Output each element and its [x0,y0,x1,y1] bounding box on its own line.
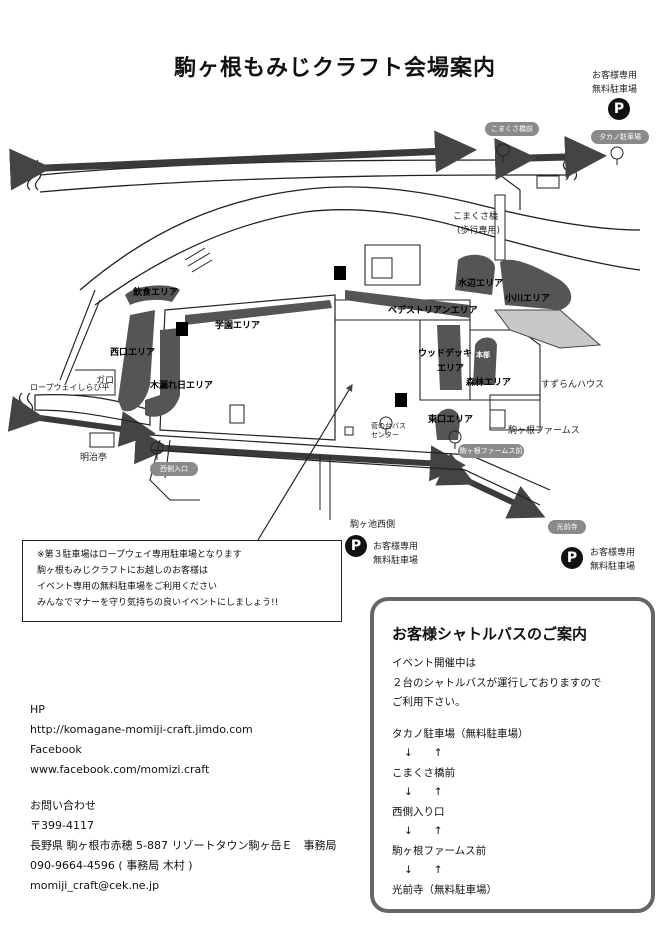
parking-label-right-2: 無料駐車場 [590,562,636,572]
area-pedestrian-label: ペデストリアンエリア [388,306,478,316]
phone: 090-9664-4596 ( 事務局 木村 ) [30,859,193,872]
shuttle-title: お客様シャトルバスのご案内 [392,625,588,643]
area-woodpecker-shape [437,325,462,390]
suzuran-house-label: すずらんハウス [541,380,605,390]
page-title: 駒ヶ根もみじクラフト会場案内 [173,56,496,81]
takano-parking-pill: タカノ駐車場 [591,130,649,144]
inquiry-label: お問い合わせ [30,799,96,812]
parking-notice: ※第３駐車場はロープウェイ専用駐車場となります 駒ヶ根もみじクラフトにお越しのお… [22,540,342,622]
footbridge [494,194,506,261]
sugenodai-label: 菅の台バス センター [371,422,406,439]
notice-line: みんなでマナーを守り気持ちの良いイベントにしましょう!! [37,598,279,608]
area-nishiguchi-shape [118,310,155,412]
river-bank-north [79,186,641,291]
pedestrian-only-label: (歩行専用) [457,226,501,236]
area-kokage-shape [145,328,180,417]
shuttle-arrows: ↓ ↑ [404,747,443,759]
river-bank-south [94,209,641,306]
komagaike-west-label: 駒ヶ池西側 [350,520,396,530]
arrow-route-east [494,136,607,180]
email-link[interactable]: momiji_craft@cek.ne.jp [30,879,160,892]
komakusa-bridge-label: こまくさ橋 [453,212,499,222]
area-kaisho-label: 水辺エリア [458,279,504,289]
area-kokage-label: 木漏れ日エリア [150,381,214,391]
hp-link[interactable]: http://komagane-momiji-craft.jimdo.com [30,723,253,736]
shuttle-intro: ２台のシャトルバスが運行しておりますので [392,676,602,689]
area-sawa-label: 本部 [476,351,490,359]
notice-pointer [257,383,353,541]
shuttle-arrows: ↓ ↑ [404,864,443,876]
shuttle-arrows: ↓ ↑ [404,825,443,837]
nishigawa-entrance-pill: 西側入口 [150,462,198,476]
bus-stop-komakusa: こまくさ橋前 [485,122,539,136]
parking-p-icon-kozenji: P [561,547,583,569]
kozenji-pill: 光前寺 [548,520,586,534]
bus-stop-pins [150,143,624,460]
parking-p-icon-komagaike: P [345,535,367,557]
arrow-route-west [7,396,156,447]
hp-label: HP [30,703,45,716]
bus-stop-farms: 駒ヶ根ファームス前 [458,444,524,458]
area-kaisho-shape [455,254,495,295]
area-food-shape [125,285,180,305]
shuttle-stop: 光前寺（無料駐車場） [392,883,497,896]
area-woodpecker-label: ウッドデッキ [418,349,473,359]
arrow-route-south [134,428,466,482]
arrow-route-kozenji [435,452,546,519]
shuttle-stop: こまくさ橋前 [392,766,455,779]
area-woodpecker-label-2: エリア [437,364,465,374]
notice-line: ※第３駐車場はロープウェイ専用駐車場となります [37,550,242,560]
contact-info: HP http://komagane-momiji-craft.jimdo.co… [30,700,336,896]
arrow-route-north [9,130,477,191]
area-ogawa-label: 小川エリア [505,294,551,304]
area-sawa-shape [473,337,497,385]
area-higashiguchi-label: 東口エリア [428,415,474,425]
shuttle-bus-info: お客様シャトルバスのご案内 イベント開催中は ２台のシャトルバスが運行しておりま… [370,597,655,913]
galo-label: ガロ [96,376,115,386]
parking-label-top: お客様専用 [592,71,638,81]
shuttle-intro: イベント開催中は [392,657,476,669]
parking-p-icon-takano: P [608,98,630,120]
postal-code: 〒399-4117 [30,819,94,832]
shuttle-intro: ご利用下さい。 [392,696,466,708]
facebook-label: Facebook [30,743,82,756]
area-komorebi-dai-label: 森林エリア [466,378,512,388]
pond [494,309,602,349]
parking-label-right: お客様専用 [590,548,636,558]
area-pedestrian-shape [345,290,470,318]
notice-line: 駒ヶ根もみじクラフトにお越しのお客様は [37,566,209,576]
area-gakuen-strip [185,300,332,325]
shuttle-arrows: ↓ ↑ [404,786,443,798]
notice-line: イベント専用の無料駐車場をご利用ください [37,582,218,592]
area-nishiguchi-label: 西口エリア [110,348,156,358]
ropeway-label: ロープウェイしらび平 [30,383,110,392]
address: 長野県 駒ヶ根市赤穂 5-887 リゾートタウン駒ヶ岳Ｅ 事務局 [30,839,337,852]
area-food-label: 飲食エリア [133,288,179,298]
facebook-link[interactable]: www.facebook.com/momizi.craft [30,763,210,776]
shuttle-stop: 西側入り口 [392,805,445,818]
parking-label-top-2: 無料駐車場 [592,85,638,95]
shuttle-stop: 駒ヶ根ファームス前 [392,844,487,857]
area-ogawa-shape [500,259,572,310]
area-gakuen-label: 学園エリア [215,321,261,331]
area-higashiguchi-shape [435,408,460,440]
meijitei-label: 明治亭 [80,453,108,463]
parking-label-mid: お客様専用 [373,542,419,552]
komagane-farms-label: 駒ヶ根ファームス [508,426,580,436]
shuttle-stop: タカノ駐車場（無料駐車場） [392,727,529,740]
toilet-icons [176,266,407,407]
parking-label-mid-2: 無料駐車場 [373,556,419,566]
